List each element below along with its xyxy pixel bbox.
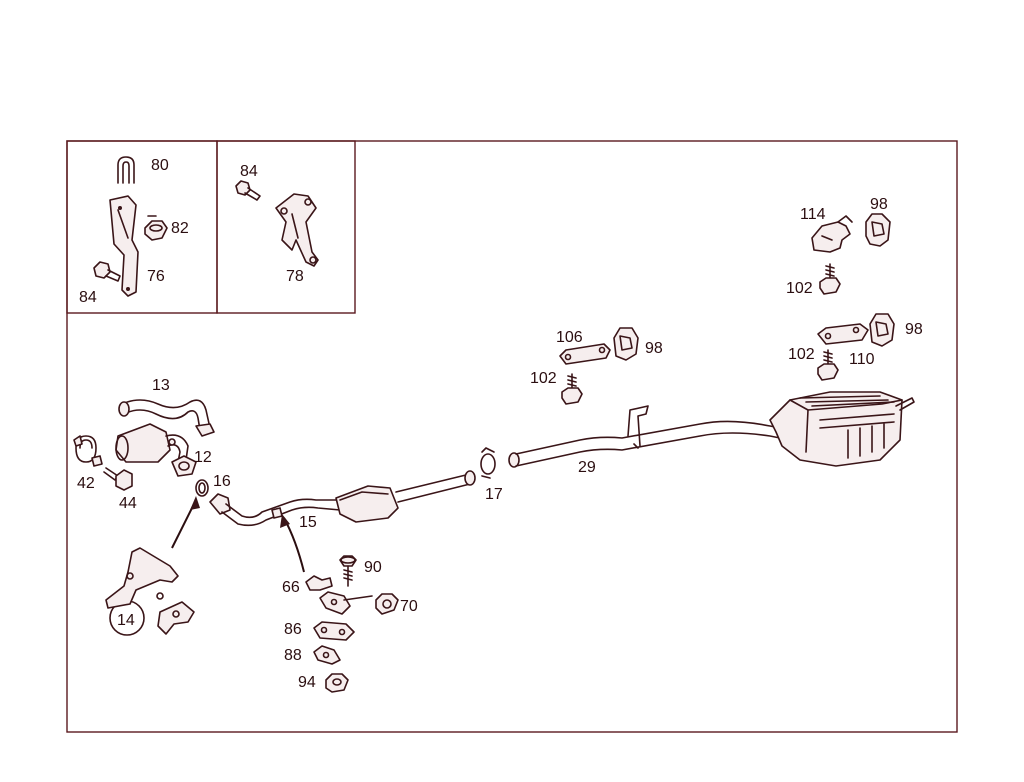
- label-88: 88: [284, 647, 302, 664]
- part-98-rubber-mount-mid: [869, 313, 895, 347]
- label-106: 106: [556, 329, 583, 346]
- part-44-bolt: [103, 467, 133, 491]
- part-102-bolt-low: [561, 373, 583, 405]
- part-rear-muffler: [769, 391, 915, 467]
- label-82: 82: [171, 220, 189, 237]
- part-106-hanger-bracket: [559, 343, 611, 365]
- label-66: 66: [282, 579, 300, 596]
- label-17: 17: [485, 486, 503, 503]
- part-80-u-bolt: [117, 156, 135, 184]
- label-114: 114: [800, 206, 826, 223]
- label-102-mid: 102: [788, 346, 815, 363]
- part-42-clamp: [73, 435, 103, 467]
- part-98-rubber-mount-low: [613, 327, 639, 361]
- label-84-right: 84: [240, 163, 258, 180]
- part-90-bolt: [339, 555, 357, 587]
- outer-frame: [66, 140, 958, 733]
- label-86: 86: [284, 621, 302, 638]
- part-12-flange-gasket: [171, 455, 197, 477]
- part-14-bracket-assembly: [105, 547, 195, 636]
- part-84-bolt-right: [235, 180, 261, 201]
- part-78-bracket: [275, 193, 319, 267]
- part-13-front-pipe: [118, 399, 215, 437]
- label-70: 70: [400, 598, 418, 615]
- inset-box-left: [66, 140, 218, 314]
- part-110-hanger-bracket: [817, 323, 869, 345]
- label-98-top: 98: [870, 196, 888, 213]
- label-80: 80: [151, 157, 169, 174]
- part-102-bolt-top: [819, 263, 841, 295]
- part-76-bracket: [109, 195, 139, 297]
- part-66-clip: [305, 575, 333, 591]
- part-mounting-strap: [319, 591, 373, 615]
- inset-box-right: [216, 140, 356, 314]
- label-13: 13: [152, 377, 170, 394]
- label-98-low: 98: [645, 340, 663, 357]
- label-76: 76: [147, 268, 165, 285]
- part-catalytic-converter-front: [115, 423, 189, 463]
- label-102-top: 102: [786, 280, 813, 297]
- label-14: 14: [117, 612, 135, 629]
- label-102-low: 102: [530, 370, 557, 387]
- label-29: 29: [578, 459, 596, 476]
- part-29-rear-pipe: [508, 405, 781, 468]
- part-16-seal-ring: [195, 479, 209, 497]
- part-94-nut: [325, 673, 349, 693]
- label-78: 78: [286, 268, 304, 285]
- label-90: 90: [364, 559, 382, 576]
- label-15: 15: [299, 514, 317, 531]
- part-88-strap: [313, 645, 341, 665]
- label-44: 44: [119, 495, 137, 512]
- part-17-clamp: [480, 447, 496, 479]
- label-94: 94: [298, 674, 316, 691]
- label-16: 16: [213, 473, 231, 490]
- arrow-leader-66: [280, 514, 305, 573]
- part-114-hanger-bracket: [811, 215, 853, 253]
- label-12: 12: [194, 449, 212, 466]
- part-82-nut: [144, 215, 168, 241]
- label-98-mid: 98: [905, 321, 923, 338]
- label-42: 42: [77, 475, 95, 492]
- part-84-bolt-left: [93, 261, 121, 282]
- part-15-exhaust-pipe: [209, 470, 476, 527]
- part-86-mount-plate: [313, 621, 355, 641]
- part-102-bolt-mid: [817, 349, 839, 381]
- part-70-nut: [375, 593, 399, 615]
- label-84-left: 84: [79, 289, 97, 306]
- part-98-rubber-mount-top: [865, 213, 891, 247]
- arrow-leader-14: [171, 496, 200, 549]
- label-110: 110: [849, 351, 875, 368]
